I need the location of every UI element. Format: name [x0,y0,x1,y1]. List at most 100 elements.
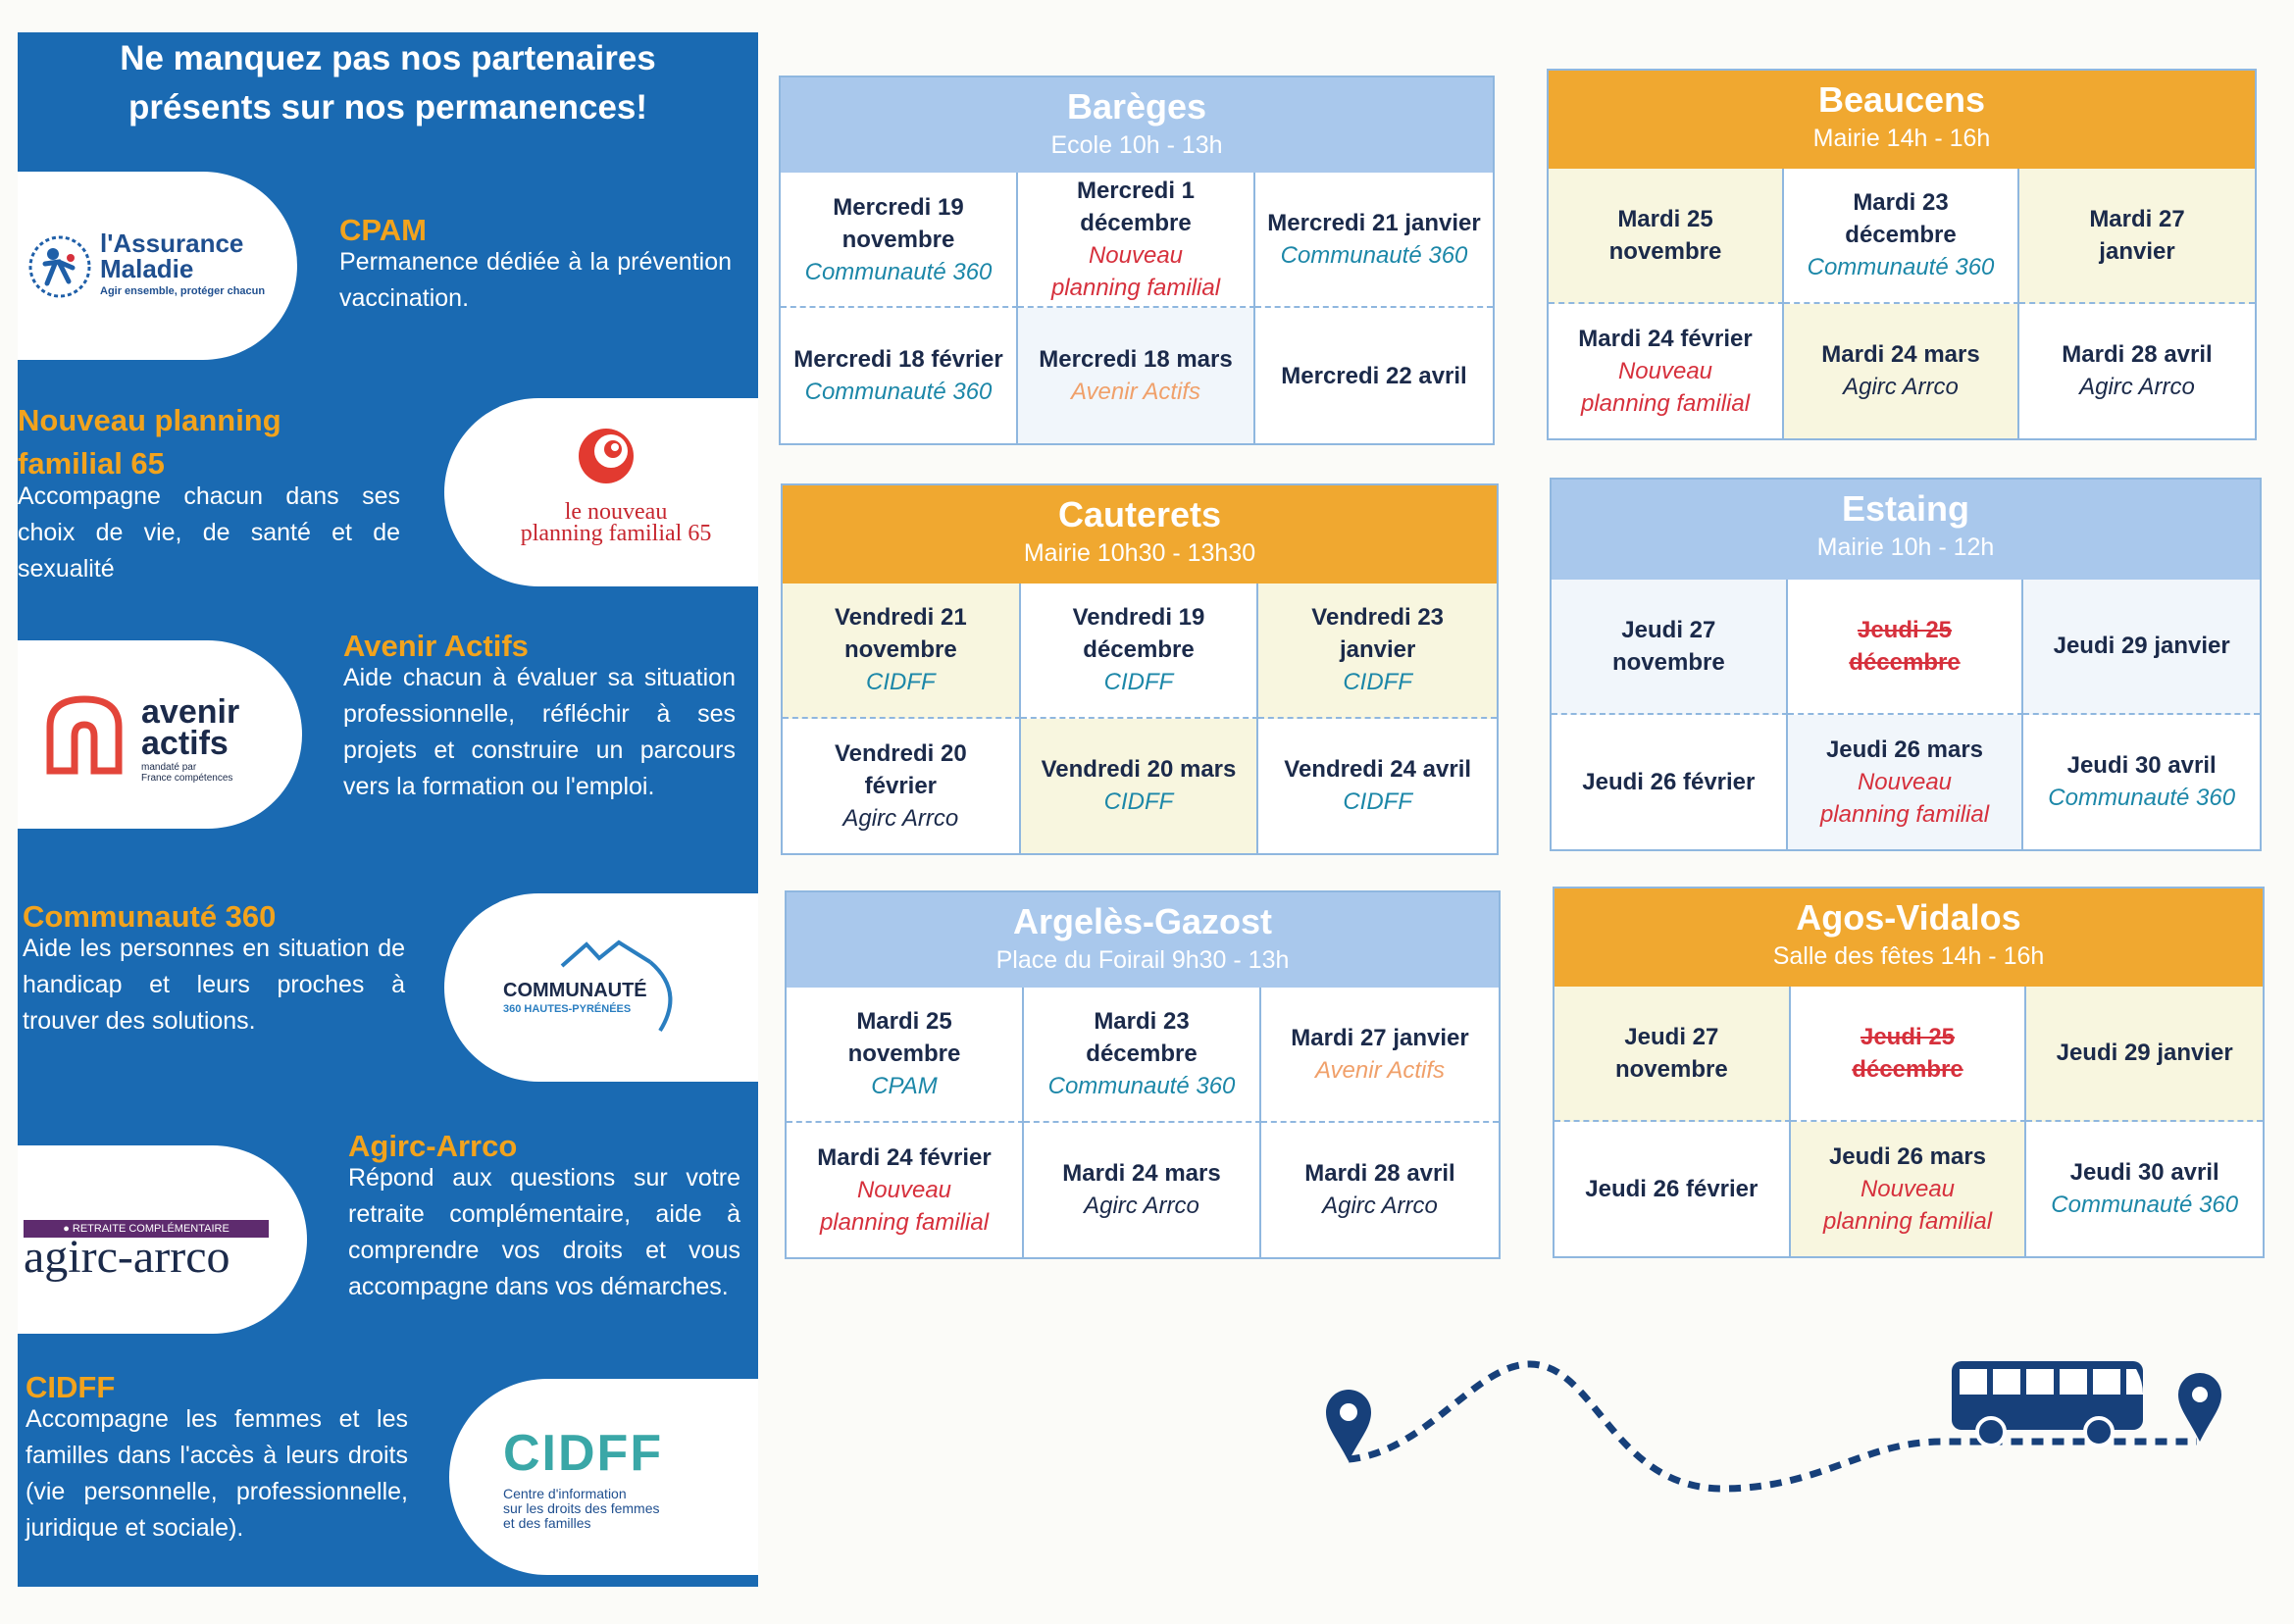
date-line: Vendredi 23 [1311,604,1445,632]
partner-desc-agirc: Répond aux questions sur votre retraite … [348,1164,740,1300]
cpam-logo: l'Assurance Maladie Agir ensemble, proté… [25,227,290,315]
map-pin-icon [1326,1390,1371,1461]
partner-line: planning familial [1822,1207,1993,1235]
date-line: décembre [1852,1055,1963,1083]
schedule-cell: Mardi 25 novembre [1549,169,1784,304]
cidff-logo-tagline3: et des familles [503,1515,591,1531]
schedule-cell: Jeudi 29 janvier [2023,580,2260,715]
cpam-logo-pill: l'Assurance Maladie Agir ensemble, proté… [18,172,297,360]
cidff-logo: CIDFF Centre d'information sur les droit… [503,1426,748,1544]
town-name: Estaing [1841,488,1970,529]
partner-line: Agirc Arrco [1084,1193,1199,1220]
venue-hours: Mairie 10h30 - 13h30 [1023,539,1256,567]
avenir-logo-pill: avenir actifs mandaté par France compéte… [18,640,302,829]
date-line: novembre [843,636,957,664]
partner-line: CPAM [871,1073,938,1100]
date-line: Mardi 25 [1617,205,1713,232]
venue-hours: Mairie 10h - 12h [1816,533,1995,561]
partner-line: CIDFF [1103,669,1174,696]
avenir-actifs-icon [46,695,123,775]
date-line: Jeudi 27 [1624,1023,1719,1050]
partner-line: Nouveau [1088,242,1184,269]
partner-desc-communaute: Aide les personnes en situation de handi… [23,935,405,1035]
schedule-cell: Mercredi 22 avril [1255,308,1493,443]
date-line: Vendredi 19 [1072,604,1205,632]
partner-line: Communauté 360 [1280,242,1468,269]
partner-name-agirc: Agirc-Arrco [348,1129,518,1163]
cidff-logo-tagline2: sur les droits des femmes [503,1500,660,1516]
avenir-logo-tagline: mandaté par [141,762,197,773]
venue-hours: Mairie 14h - 16h [1812,125,1991,152]
date-line: Mardi 27 [2089,205,2185,232]
partner-desc-cidff: Accompagne les femmes et les familles da… [25,1405,408,1542]
date-line: Jeudi 26 février [1585,1175,1759,1202]
date-line: Jeudi 30 avril [2069,1159,2219,1187]
date-line: Jeudi 26 février [1582,768,1756,795]
partner-line: Nouveau [1860,1175,1956,1202]
partner-line: CIDFF [1343,788,1412,816]
date-line: décembre [1845,222,1957,249]
avenir-logo-text: avenir [141,693,240,731]
date-line: Mardi 25 [856,1008,952,1036]
partner-line: CIDFF [1103,788,1174,816]
panel-title: Ne manquez pas nos partenaires présents … [120,39,656,127]
partner-line: Agirc Arrco [1322,1193,1438,1220]
planning-logo-pill: le nouveau planning familial 65 [444,398,758,586]
date-line: novembre [1611,648,1725,676]
partner-name-avenir: Avenir Actifs [343,629,529,663]
partner-name-communaute: Communauté 360 [23,899,277,934]
town-name: Agos-Vidalos [1796,897,2021,938]
partner-line: CIDFF [866,669,936,696]
communaute-logo-text: COMMUNAUTÉ [503,980,647,1001]
communaute-logo-pill: COMMUNAUTÉ 360 HAUTES-PYRÉNÉES [444,893,758,1082]
partner-line: planning familial [1580,389,1751,417]
date-line: novembre [1608,237,1722,265]
date-line: Mardi 24 mars [1821,341,1980,369]
partner-line: Avenir Actifs [1070,379,1201,405]
date-line: Mardi 24 mars [1062,1160,1221,1188]
avenir-logo: avenir actifs mandaté par France compéte… [35,687,300,786]
avenir-logo-text2: actifs [141,725,229,762]
date-line: Mercredi 19 [833,193,964,221]
date-line: décembre [1083,636,1195,664]
town-name: Beaucens [1817,79,1986,120]
partner-line: Communauté 360 [2051,1192,2239,1219]
mountains-icon [560,939,673,1033]
date-line: Mercredi 18 mars [1039,346,1233,373]
partner-line: Agirc Arrco [842,804,959,832]
partners-panel: Ne manquez pas nos partenaires présents … [18,32,758,1587]
date-line: Jeudi 29 janvier [2053,633,2230,660]
partner-name-cidff: CIDFF [25,1370,116,1404]
cpam-logo-text: l'Assurance [100,228,244,258]
cidff-logo-pill: CIDFF Centre d'information sur les droit… [449,1379,758,1575]
partner-line: Nouveau [856,1176,952,1203]
date-line: Jeudi 25 [1857,616,1953,643]
partner-line: Agirc Arrco [2079,374,2195,401]
planning-logo: le nouveau planning familial 65 [474,422,748,569]
avenir-logo-tagline2: France compétences [141,773,233,784]
assurance-maladie-icon [28,235,91,298]
planning-logo-text: le nouveau [564,499,668,525]
date-line: Mardi 28 avril [2062,341,2213,369]
